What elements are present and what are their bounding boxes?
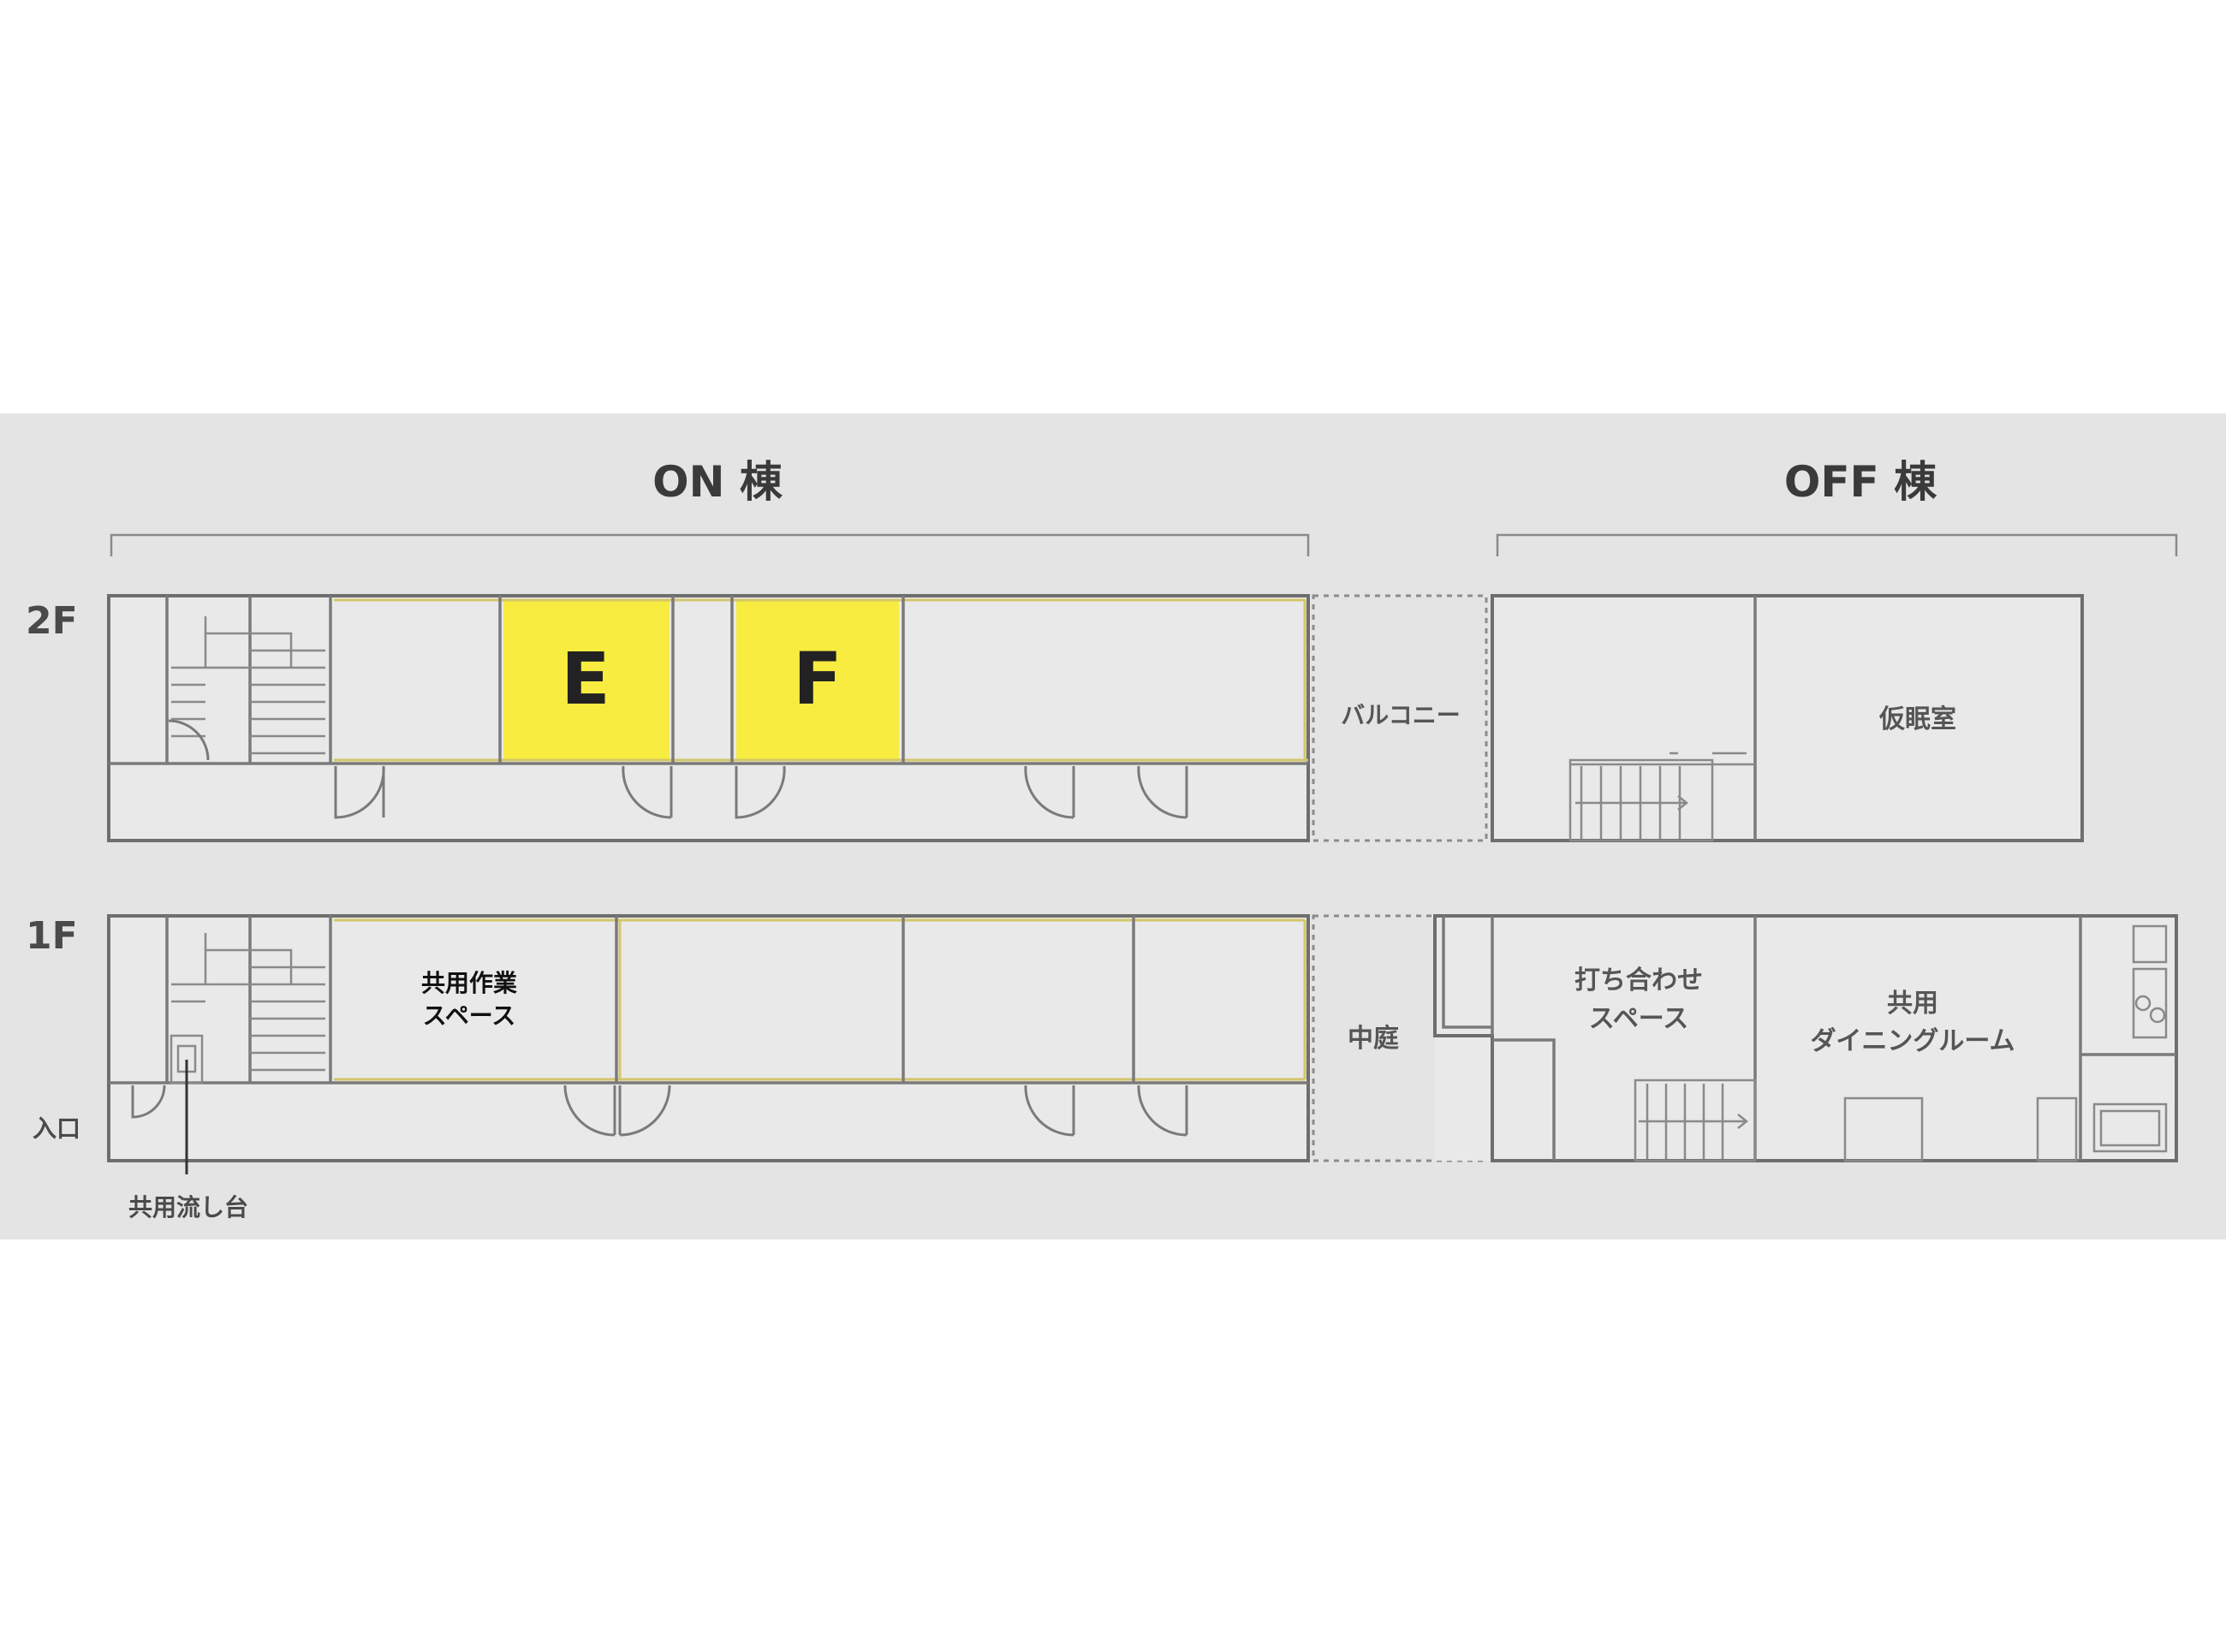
shared-work-label-2: スペース xyxy=(423,1001,516,1030)
off-building-2f: 仮眠室 xyxy=(1491,594,2084,842)
dining-room-label-2: ダイニングルーム xyxy=(1810,1026,2015,1056)
nap-room-label: 仮眠室 xyxy=(1878,704,1956,734)
on-building-1f: 共用作業 スペース xyxy=(107,914,1310,1162)
unit-e-room xyxy=(503,600,670,760)
off-building-title: OFF 棟 xyxy=(1784,457,1937,507)
entrance-label: 入口 xyxy=(33,1114,80,1143)
meeting-space-label-1: 打ち合わせ xyxy=(1574,966,1703,995)
stairs-2f xyxy=(168,616,325,761)
meeting-space-label-2: スペース xyxy=(1589,1004,1688,1034)
courtyard-area xyxy=(1312,914,1488,1162)
stairs-1f xyxy=(170,933,325,1084)
unit-e-label: E xyxy=(561,637,610,721)
on-building-2f: E F xyxy=(107,594,1310,842)
doors-1f xyxy=(131,1084,1188,1137)
dining-room-label-1: 共用 xyxy=(1887,989,1938,1019)
balcony-label: バルコニー xyxy=(1341,701,1460,729)
shared-work-label-1: 共用作業 xyxy=(421,969,517,997)
off-building-bracket xyxy=(1496,533,2178,556)
on-building-title: ON 棟 xyxy=(652,457,783,507)
balcony-area xyxy=(1312,594,1488,842)
courtyard-label: 中庭 xyxy=(1348,1024,1399,1054)
floor-label-1f: 1F xyxy=(26,914,78,958)
on-building-bracket xyxy=(110,533,1310,556)
floor-label-2f: 2F xyxy=(26,599,78,643)
unit-f-label: F xyxy=(793,637,842,721)
shared-sink-label: 共用流し台 xyxy=(128,1193,248,1221)
off-building-1f: 打ち合わせ スペース 共用 ダイニングルーム xyxy=(1433,914,2178,1162)
unit-f-room xyxy=(736,600,899,760)
doors-2f xyxy=(334,765,1188,819)
